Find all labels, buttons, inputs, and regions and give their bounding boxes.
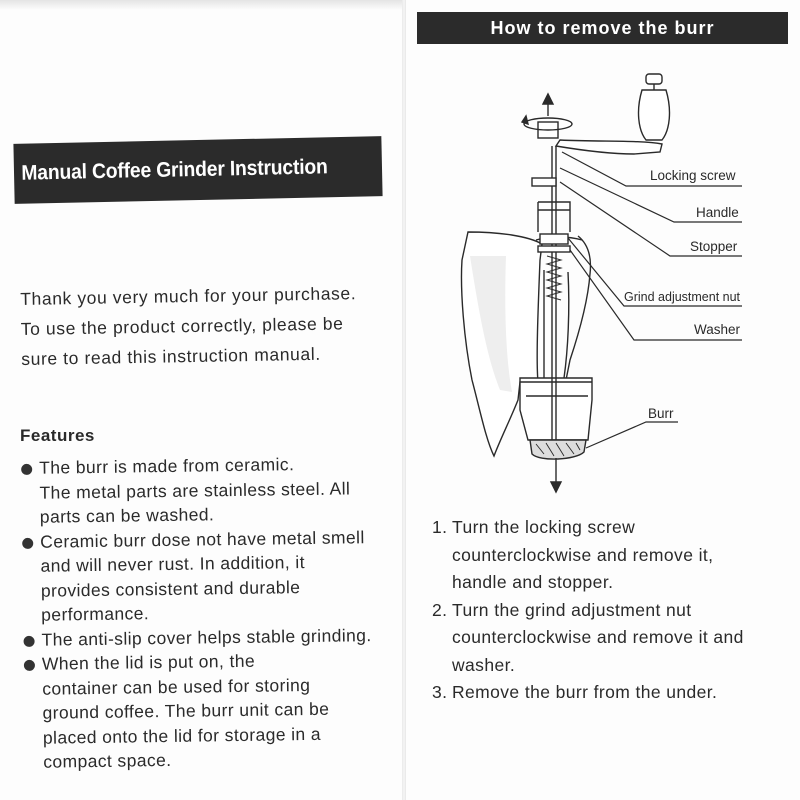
leader-lines: [559, 151, 742, 449]
spring: [545, 255, 563, 301]
handle-knob: [637, 89, 671, 141]
feature-line: compact space.: [43, 749, 172, 772]
stopper-ring: [531, 177, 557, 187]
step-number: 1.: [432, 517, 448, 537]
bullet-icon: [21, 463, 33, 475]
up-arrowhead-icon: [541, 92, 555, 105]
step-number: 3.: [432, 682, 448, 702]
step-number: 2.: [432, 599, 448, 620]
manual-title-bar: Manual Coffee Grinder Instruction: [13, 136, 383, 204]
feature-item: Ceramic burr dose not have metal smell a…: [21, 524, 400, 627]
steps-list: 1. Turn the locking screw counterclockwi…: [432, 514, 794, 707]
section-title: How to remove the burr: [490, 17, 715, 38]
step-item: 2. Turn the grind adjustment nut counter…: [432, 597, 794, 680]
hopper-right-wall: [565, 235, 592, 381]
leader-line-grind-nut: [567, 237, 742, 307]
label-grind-adjustment-nut: Grind adjustment nut: [624, 290, 741, 304]
bullet-icon: [23, 635, 35, 647]
page-fold: [402, 0, 406, 800]
rotate-arrow-icon: [523, 117, 573, 131]
features-list: The burr is made from ceramic. The metal…: [20, 451, 402, 775]
down-arrowhead-icon: [549, 481, 563, 494]
step-line: Turn the grind adjustment nut: [452, 599, 692, 620]
step-item: 1. Turn the locking screw counterclockwi…: [432, 514, 794, 597]
manual-title: Manual Coffee Grinder Instruction: [21, 155, 328, 185]
leader-line-handle: [559, 167, 742, 223]
step-line: Turn the locking screw: [452, 517, 636, 537]
washer-shape: [537, 245, 571, 253]
label-burr: Burr: [648, 406, 674, 421]
intro-text: Thank you very much for your purchase. T…: [20, 277, 402, 374]
step-line: Remove the burr from the under.: [452, 682, 718, 702]
feature-line: The metal parts are stainless steel. All: [39, 477, 351, 503]
leader-line-locking-screw: [561, 151, 742, 187]
step-line: handle and stopper.: [452, 572, 614, 592]
feature-item: When the lid is put on, the container ca…: [23, 647, 403, 775]
burr-shape: [529, 439, 587, 460]
feature-line: Ceramic burr dose not have metal smell: [40, 526, 365, 552]
label-stopper: Stopper: [690, 239, 738, 254]
leader-line-washer: [569, 249, 742, 341]
hopper-inner-line: [563, 271, 570, 379]
features-heading: Features: [20, 426, 95, 445]
right-page: [404, 0, 800, 800]
label-washer: Washer: [694, 322, 741, 337]
feature-item: The burr is made from ceramic. The metal…: [20, 451, 399, 530]
stopper-bracket: [537, 201, 571, 232]
handle-knob-cap: [645, 73, 663, 85]
rotate-arrowhead-icon: [520, 114, 529, 126]
leader-line-burr: [585, 421, 678, 449]
bullet-icon: [22, 537, 34, 549]
step-item: 3. Remove the burr from the under.: [432, 679, 794, 707]
grind-nut-shape: [539, 233, 569, 245]
label-handle: Handle: [696, 205, 739, 220]
burr-thread: [535, 442, 581, 457]
label-locking-screw: Locking screw: [650, 168, 736, 183]
handle-arm: [554, 139, 663, 155]
leader-line-stopper: [559, 181, 742, 257]
bullet-icon: [23, 659, 36, 671]
step-line: counterclockwise and remove it and: [452, 627, 744, 647]
grinder-diagram: [460, 73, 742, 494]
left-page: [0, 0, 404, 800]
step-line: washer.: [452, 654, 516, 675]
page-edge-shadow: [0, 0, 404, 10]
section-title-bar: How to remove the burr: [417, 12, 788, 44]
grinder-body-shade: [470, 256, 512, 392]
step-line: counterclockwise and remove it,: [452, 544, 714, 565]
